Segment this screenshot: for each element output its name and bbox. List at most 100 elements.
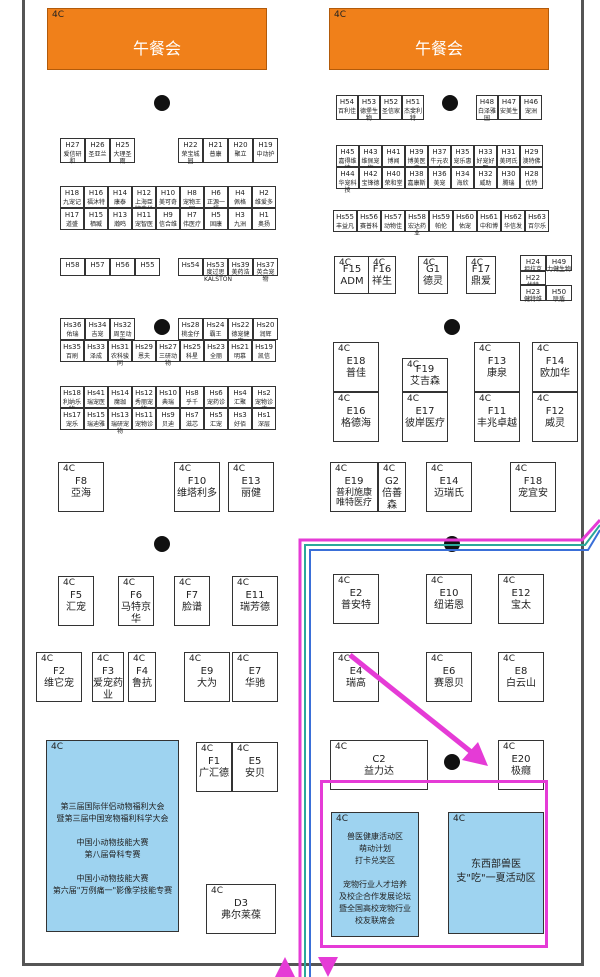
booth-h57[interactable]: H57 <box>85 258 110 276</box>
booth-hs18[interactable]: Hs18利纳乐物 <box>60 386 84 413</box>
booth-h39[interactable]: H39博美医疗 <box>405 145 428 172</box>
booth-h8[interactable]: H8宠物王国 <box>180 186 204 213</box>
booth-hs22[interactable]: Hs22德宠健康 <box>228 318 253 345</box>
booth-hs32[interactable]: Hs32周至动物 <box>110 318 135 345</box>
booth-h58[interactable]: H58 <box>60 258 85 276</box>
booth-hs12[interactable]: Hs12秀丽宠物 <box>132 386 156 413</box>
booth-hs2[interactable]: Hs2宠物诊疗 <box>252 386 276 413</box>
